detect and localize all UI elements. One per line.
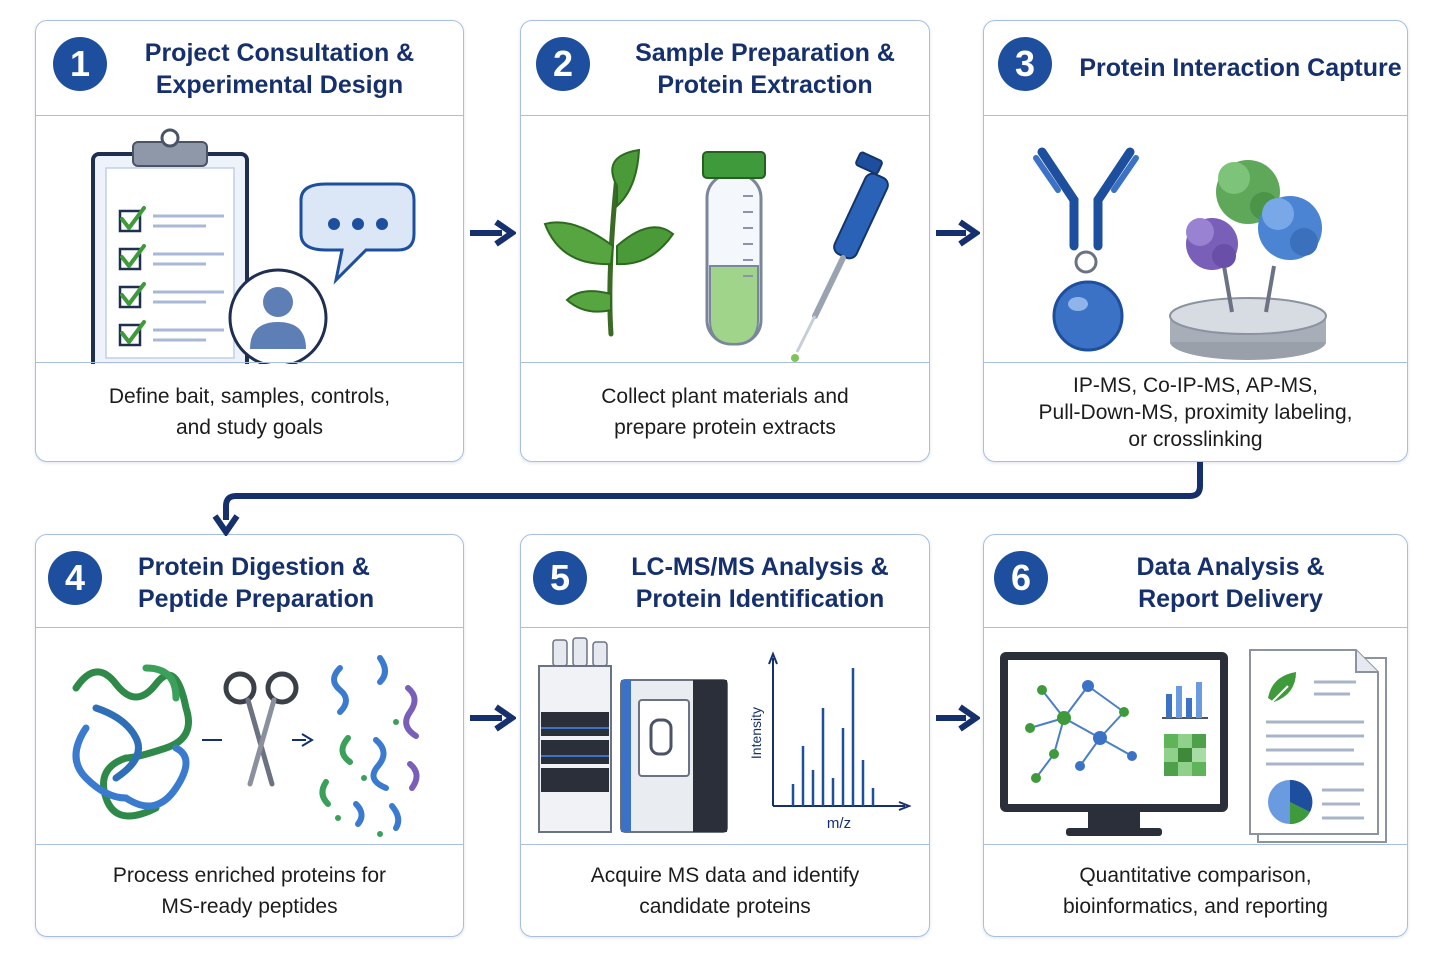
step-illustration-3 — [984, 116, 1407, 364]
flow-arrow-3-4 — [212, 462, 1203, 536]
spectrum-plot — [768, 651, 912, 811]
step-illustration-5: Intensity m/z — [521, 628, 929, 846]
mass-spectrometer-icon — [538, 637, 728, 833]
step-header-4: 4 Protein Digestion & Peptide Preparatio… — [36, 535, 463, 628]
step-description: Process enriched proteins for MS-ready p… — [112, 863, 387, 918]
monitor-network-icon — [1000, 652, 1228, 836]
spectrum-x-label: m/z — [827, 815, 851, 832]
flow-arrow-5-6 — [936, 704, 980, 732]
antibody-bead-icon — [1033, 147, 1139, 352]
step-card-1: 1 Project Consultation & Experimental De… — [35, 20, 464, 462]
step-header-6: 6 Data Analysis & Report Delivery — [984, 535, 1407, 628]
step-title: Data Analysis & Report Delivery — [1136, 553, 1325, 613]
step-title: Sample Preparation & Protein Extraction — [635, 39, 895, 99]
spectrum-y-label: Intensity — [748, 707, 764, 759]
step-illustration-6 — [984, 628, 1407, 846]
peptide-fragments-icon — [319, 655, 420, 837]
step-header-5: 5 LC-MS/MS Analysis & Protein Identifica… — [521, 535, 929, 628]
step-title: Protein Interaction Capture — [1079, 54, 1402, 82]
clipboard-checklist-icon — [91, 128, 249, 364]
flow-arrow-2-3 — [936, 219, 980, 247]
step-header-2: 2 Sample Preparation & Protein Extractio… — [521, 21, 929, 116]
step-number-badge: 5 — [533, 551, 587, 605]
step-number-badge: 6 — [994, 551, 1048, 605]
step-title: LC-MS/MS Analysis & Protein Identificati… — [631, 553, 889, 613]
step-illustration-2 — [521, 116, 929, 364]
plant-leaf-icon — [543, 148, 675, 337]
folded-protein-icon — [72, 664, 192, 820]
step-description: Define bait, samples, controls, and stud… — [108, 385, 391, 439]
step-footer-4: Process enriched proteins for MS-ready p… — [36, 844, 463, 936]
step-footer-1: Define bait, samples, controls, and stud… — [36, 362, 463, 461]
step-number-badge: 1 — [53, 37, 107, 91]
step-title: Project Consultation & Experimental Desi… — [144, 39, 415, 99]
report-document-icon — [1249, 649, 1387, 843]
step-footer-6: Quantitative comparison, bioinformatics,… — [984, 844, 1407, 936]
step-description: Collect plant materials and prepare prot… — [601, 385, 849, 439]
flow-arrow-1-2 — [470, 219, 516, 247]
step-card-5: 5 LC-MS/MS Analysis & Protein Identifica… — [520, 534, 930, 937]
step-card-3: 3 Protein Interaction Capture — [983, 20, 1408, 462]
step-illustration-4 — [36, 628, 463, 846]
step-footer-2: Collect plant materials and prepare prot… — [521, 362, 929, 461]
scissors-icon — [223, 671, 299, 787]
bar-chart-icon — [1162, 682, 1208, 719]
pie-chart-icon — [1268, 779, 1313, 825]
step-description: Quantitative comparison, bioinformatics,… — [1063, 863, 1328, 918]
step-footer-3: IP-MS, Co-IP-MS, AP-MS, Pull-Down-MS, pr… — [984, 362, 1407, 461]
user-avatar-icon — [228, 268, 328, 364]
flow-arrow-4-5 — [470, 704, 516, 732]
step-card-6: 6 Data Analysis & Report Delivery — [983, 534, 1408, 937]
right-arrow-icon — [292, 733, 314, 747]
heatmap-icon — [1164, 734, 1206, 776]
step-number-badge: 2 — [536, 37, 590, 91]
step-number-badge: 3 — [998, 37, 1052, 91]
step-footer-5: Acquire MS data and identify candidate p… — [521, 844, 929, 936]
step-card-4: 4 Protein Digestion & Peptide Preparatio… — [35, 534, 464, 937]
test-tube-icon — [702, 151, 766, 346]
step-description: Acquire MS data and identify candidate p… — [590, 863, 860, 918]
protein-complex-platform-icon — [1169, 160, 1327, 360]
step-illustration-1 — [36, 116, 463, 364]
step-number-badge: 4 — [48, 551, 102, 605]
pipette-icon — [791, 151, 889, 362]
step-card-2: 2 Sample Preparation & Protein Extractio… — [520, 20, 930, 462]
step-header-3: 3 Protein Interaction Capture — [984, 21, 1407, 116]
speech-bubble-icon — [299, 182, 416, 285]
step-title: Protein Digestion & Peptide Preparation — [138, 553, 375, 613]
step-description: IP-MS, Co-IP-MS, AP-MS, Pull-Down-MS, pr… — [1038, 373, 1353, 451]
step-header-1: 1 Project Consultation & Experimental De… — [36, 21, 463, 116]
